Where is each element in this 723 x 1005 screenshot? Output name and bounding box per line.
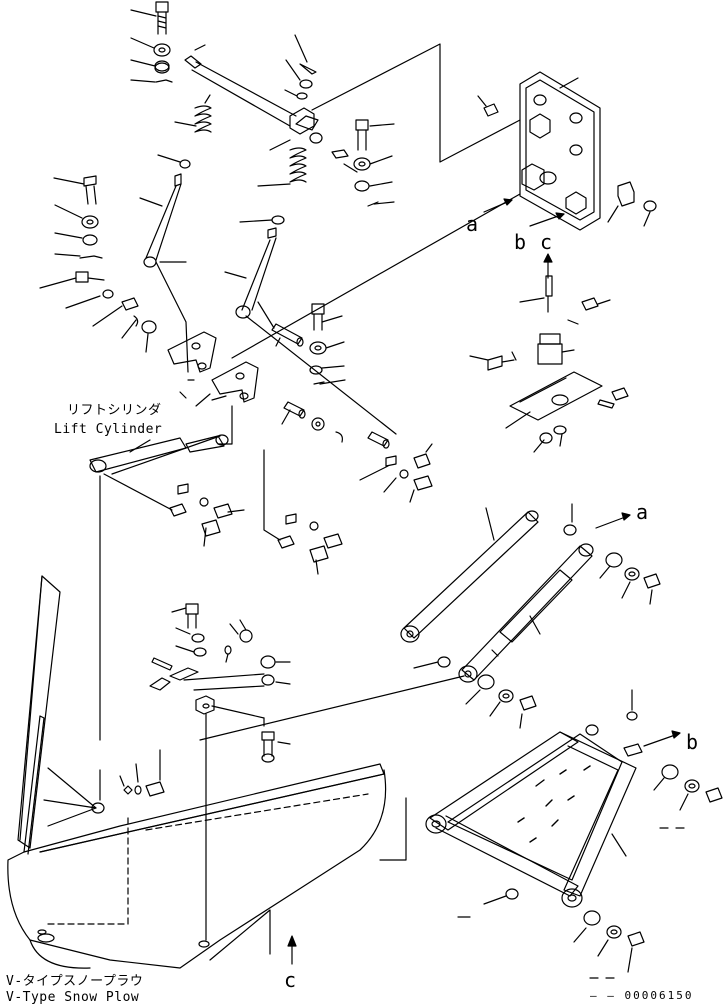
left-hardware-column — [39, 175, 114, 309]
top-bolt-stack — [130, 1, 173, 83]
leader-diagonals — [199, 675, 465, 941]
middle-link-arm — [224, 227, 277, 319]
center-bolt-nut — [309, 303, 346, 385]
ref-label-c-top: c — [540, 230, 553, 254]
right-bellcrank — [211, 361, 259, 403]
lower-spring — [239, 147, 307, 225]
ref-label-a-left: a — [466, 212, 479, 236]
ref-label-b-top: b — [514, 230, 527, 254]
vertical-leader-lines — [99, 405, 281, 741]
plow-pivot-fasteners — [99, 749, 165, 801]
plow-dashed-lines — [43, 793, 369, 925]
pin-cotter-top — [284, 34, 319, 131]
ref-label-c-bottom: c — [284, 968, 297, 992]
left-bellcrank — [167, 331, 217, 407]
cross-shaft-pins — [257, 301, 390, 449]
ref-label-a-right: a — [636, 500, 649, 524]
snowplow-label-en: V-Type Snow Plow — [6, 990, 140, 1005]
lift-cylinder-left — [89, 434, 229, 475]
middle-cylinder-fasteners — [277, 443, 433, 575]
hydraulic-cylinder-lower — [458, 543, 594, 683]
drawing-code: – – 00006150 — [590, 989, 694, 1002]
cylinder-pins-washers — [413, 503, 661, 729]
plow-a-frame — [425, 689, 723, 979]
ref-label-b-right: b — [686, 730, 699, 754]
hydraulic-cylinder-upper — [400, 507, 539, 643]
control-valve-unit — [469, 275, 611, 371]
upper-spring — [157, 94, 212, 169]
lift-cylinder-label-jp: リフトシリンダ — [67, 403, 162, 418]
bracket-fasteners — [477, 95, 657, 227]
valve-base-plate — [505, 371, 629, 453]
reference-arrows — [287, 198, 681, 965]
left-clip-washer — [92, 297, 157, 353]
drawing-code-number: 00006150 — [624, 989, 694, 1002]
valve-mount-bracket — [519, 71, 601, 231]
left-link-arm — [139, 173, 182, 268]
lower-linkage-hardware — [149, 603, 291, 763]
lift-cylinder-label-en: Lift Cylinder — [54, 422, 163, 437]
lift-cylinder-fasteners — [103, 473, 245, 547]
upper-link-rod — [184, 44, 323, 151]
snow-plow-blade — [7, 575, 407, 969]
snowplow-label-jp: V-タイプスノープラウ — [6, 974, 144, 989]
right-top-bolt-stack — [331, 119, 395, 207]
center-leader-lines — [155, 43, 521, 435]
